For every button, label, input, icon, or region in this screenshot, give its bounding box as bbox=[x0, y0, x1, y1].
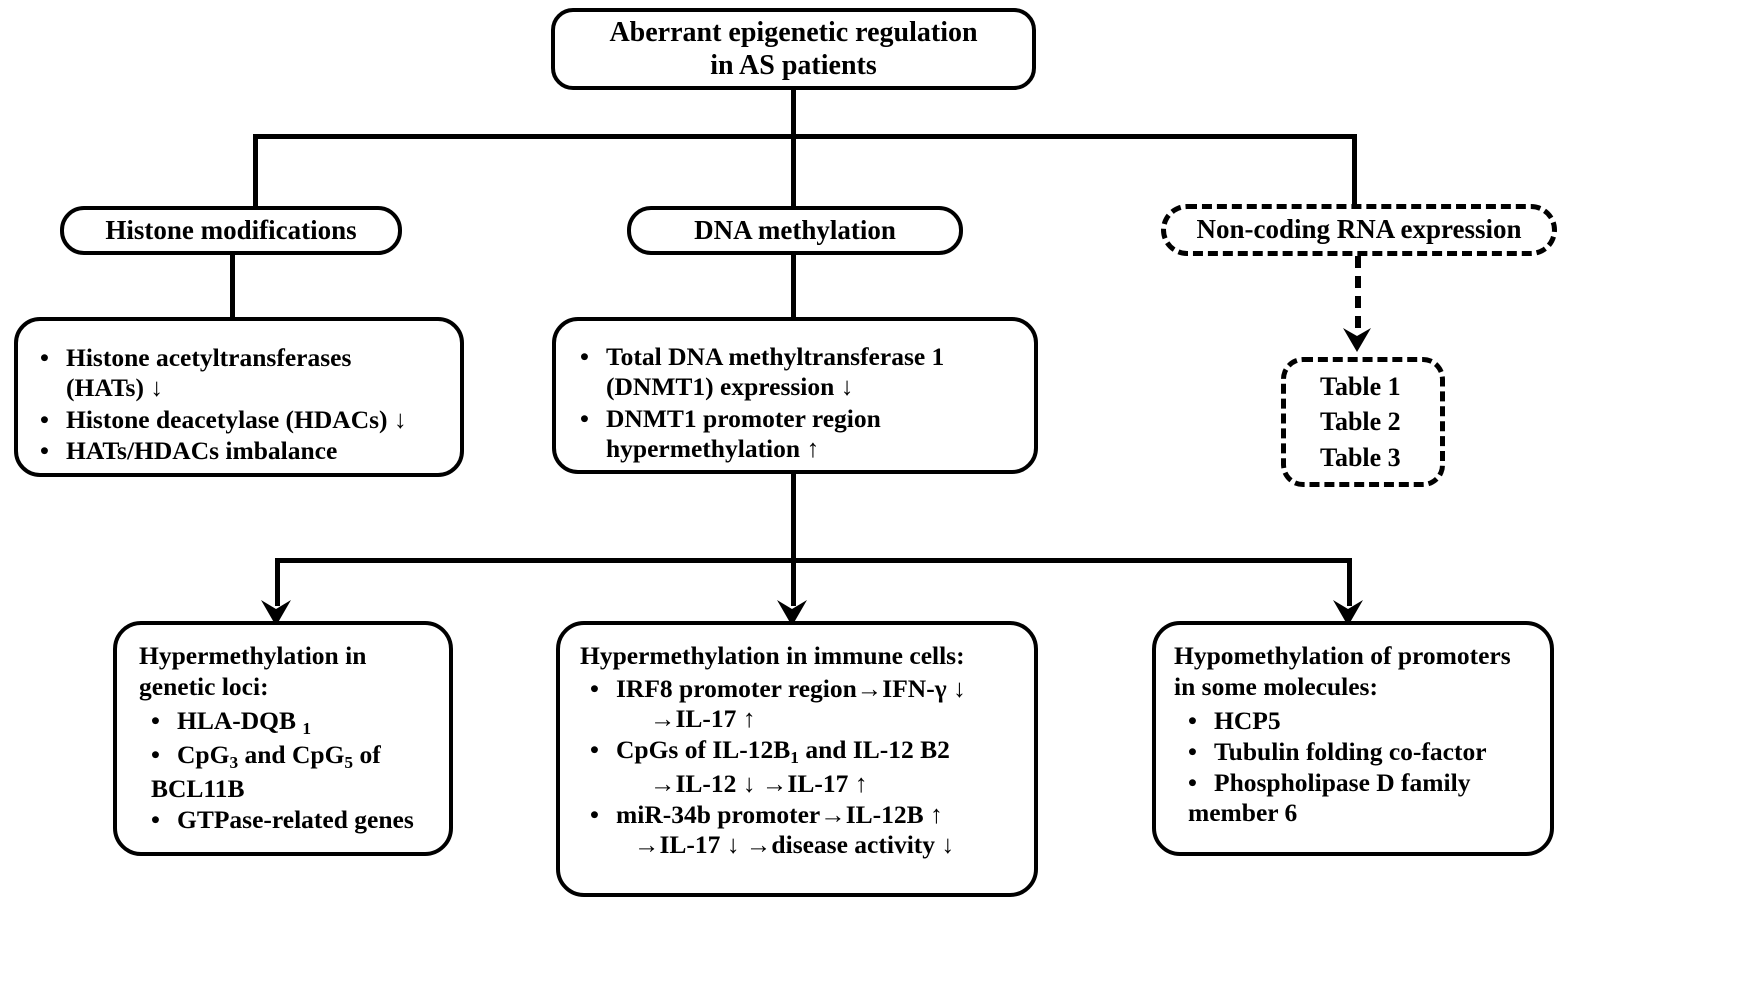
connector-root-stub bbox=[791, 88, 796, 138]
node-histone-label: Histone modifications bbox=[105, 214, 357, 245]
node-ncrna-label: Non-coding RNA expression bbox=[1196, 214, 1522, 245]
hypomethylation-item-1: Tubulin folding co-factor bbox=[1184, 737, 1568, 767]
genetic-loci-item-2: GTPase-related genes bbox=[147, 805, 471, 835]
node-genetic-loci[interactable]: Hypermethylation in genetic loci: HLA-DQ… bbox=[113, 621, 453, 856]
connector-bus-bottom bbox=[275, 558, 1352, 563]
arrowhead-tables bbox=[1343, 328, 1371, 352]
immune-cells-item-2-text: miR-34b promoter→IL-12B ↑ bbox=[616, 799, 943, 829]
genetic-loci-item-1: CpG3 and CpG5 of BCL11B bbox=[147, 740, 471, 803]
genetic-loci-heading-line1: Hypermethylation in bbox=[139, 641, 367, 670]
genetic-loci-item-1-cont: BCL11B bbox=[151, 773, 245, 803]
node-dna-label: DNA methylation bbox=[694, 214, 896, 245]
immune-cells-item-1: CpGs of IL-12B1 and IL-12 B2 →IL-12 ↓ →I… bbox=[586, 735, 1054, 798]
genetic-loci-item-1-pre: CpG bbox=[177, 740, 230, 770]
dna-detail-item-1: DNMT1 promoter region hypermethylation ↑ bbox=[576, 404, 1054, 464]
immune-cells-item-1-post: and IL-12 B2 bbox=[798, 735, 950, 765]
connector-histone-to-details bbox=[230, 253, 235, 319]
immune-cells-item-2: miR-34b promoter→IL-12B ↑ →IL-17 ↓ →dise… bbox=[586, 800, 1054, 860]
genetic-loci-item-0: HLA-DQB 1 bbox=[147, 706, 471, 739]
node-root[interactable]: Aberrant epigenetic regulation in AS pat… bbox=[551, 8, 1036, 90]
histone-detail-item-1: Histone deacetylase (HDACs) ↓ bbox=[36, 405, 478, 435]
hypomethylation-heading-line1: Hypomethylation of promoters bbox=[1174, 641, 1511, 670]
table-row-1: Table 2 bbox=[1320, 407, 1401, 437]
dna-detail-item-1-line1: DNMT1 promoter region bbox=[606, 403, 881, 433]
connector-to-immune-cells bbox=[791, 558, 796, 606]
node-dna-details[interactable]: Total DNA methyltransferase 1 (DNMT1) ex… bbox=[552, 317, 1038, 474]
hypomethylation-heading-line2: in some molecules: bbox=[1174, 672, 1378, 702]
dna-detail-item-1-line2: hypermethylation ↑ bbox=[606, 433, 820, 463]
node-noncoding-rna[interactable]: Non-coding RNA expression bbox=[1161, 204, 1557, 256]
genetic-loci-item-0-text: HLA-DQB bbox=[177, 706, 303, 736]
genetic-loci-item-1-post: of bbox=[353, 740, 381, 770]
genetic-loci-item-1-sub2: 5 bbox=[344, 753, 354, 773]
histone-detail-item-0-line1: Histone acetyltransferases bbox=[66, 343, 352, 373]
genetic-loci-item-1-mid: and CpG bbox=[238, 740, 345, 770]
immune-cells-item-1-pre: CpGs of IL-12B bbox=[616, 735, 791, 765]
hypomethylation-item-2-line1: Phospholipase D family bbox=[1214, 768, 1471, 798]
connector-to-histone bbox=[253, 134, 258, 208]
immune-cells-item-1-sub: 1 bbox=[790, 748, 799, 768]
node-root-line1: Aberrant epigenetic regulation bbox=[609, 16, 978, 48]
hypomethylation-item-2: Phospholipase D family member 6 bbox=[1184, 768, 1568, 828]
immune-cells-item-1-cont: →IL-12 ↓ →IL-17 ↑ bbox=[650, 768, 868, 798]
node-histone-details[interactable]: Histone acetyltransferases (HATs) ↓ Hist… bbox=[14, 317, 464, 477]
dna-detail-item-0: Total DNA methyltransferase 1 (DNMT1) ex… bbox=[576, 342, 1054, 402]
hypomethylation-item-2-line2: member 6 bbox=[1188, 798, 1298, 828]
immune-cells-item-0: IRF8 promoter region→IFN-γ ↓ →IL-17 ↑ bbox=[586, 674, 1054, 734]
node-root-line2: in AS patients bbox=[710, 50, 877, 81]
node-hypomethylation[interactable]: Hypomethylation of promoters in some mol… bbox=[1152, 621, 1554, 856]
dna-detail-item-0-line1: Total DNA methyltransferase 1 bbox=[606, 342, 945, 372]
node-tables[interactable]: Table 1 Table 2 Table 3 bbox=[1281, 357, 1445, 487]
connector-dna-to-details bbox=[791, 253, 796, 319]
node-histone-modifications[interactable]: Histone modifications bbox=[60, 206, 402, 255]
table-row-0: Table 1 bbox=[1320, 372, 1401, 402]
genetic-loci-item-1-sub1: 3 bbox=[229, 753, 239, 773]
connector-to-ncrna bbox=[1352, 134, 1357, 208]
node-immune-cells[interactable]: Hypermethylation in immune cells: IRF8 p… bbox=[556, 621, 1038, 897]
table-row-2: Table 3 bbox=[1320, 442, 1401, 472]
connector-to-genetic-loci bbox=[275, 558, 280, 606]
histone-detail-item-2: HATs/HDACs imbalance bbox=[36, 436, 478, 466]
genetic-loci-item-0-sub: 1 bbox=[302, 719, 312, 738]
arrowhead-hypomethylation bbox=[1333, 600, 1363, 626]
node-dna-methylation[interactable]: DNA methylation bbox=[627, 206, 963, 255]
connector-ncrna-to-tables bbox=[1355, 256, 1361, 328]
arrowhead-genetic-loci bbox=[261, 600, 291, 626]
hypomethylation-item-0: HCP5 bbox=[1184, 706, 1568, 736]
genetic-loci-heading-line2: genetic loci: bbox=[139, 672, 269, 702]
dna-detail-item-0-line2: (DNMT1) expression ↓ bbox=[606, 372, 854, 402]
immune-cells-item-2-cont: →IL-17 ↓ →disease activity ↓ bbox=[634, 829, 955, 859]
connector-dna-details-to-bus bbox=[791, 472, 796, 562]
connector-to-hypomethylation bbox=[1347, 558, 1352, 606]
arrowhead-immune-cells bbox=[777, 600, 807, 626]
immune-cells-item-0-text: IRF8 promoter region→IFN-γ ↓ bbox=[616, 674, 966, 704]
connector-bus-top bbox=[253, 134, 1357, 139]
connector-to-dna bbox=[791, 134, 796, 208]
histone-detail-item-0-line2: (HATs) ↓ bbox=[66, 373, 164, 403]
immune-cells-item-0-cont: →IL-17 ↑ bbox=[650, 704, 756, 734]
histone-detail-item-0: Histone acetyltransferases (HATs) ↓ bbox=[36, 343, 478, 403]
immune-cells-heading: Hypermethylation in immune cells: bbox=[580, 641, 965, 670]
